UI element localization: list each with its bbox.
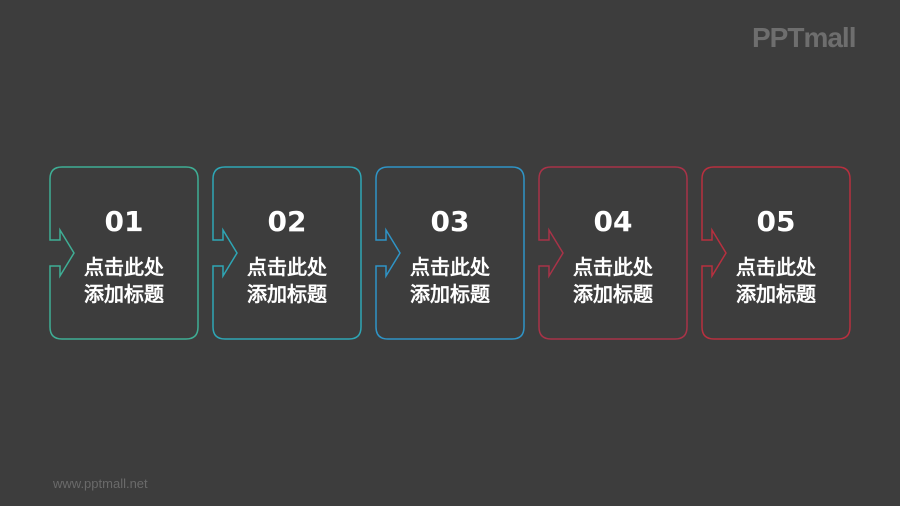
step-frame-with-arrow-icon <box>538 166 688 340</box>
step-5[interactable]: 05 点击此处 添加标题 <box>700 165 852 341</box>
step-title-line2: 添加标题 <box>247 282 327 306</box>
step-number: 01 <box>104 205 144 238</box>
step-title-line1: 点击此处 <box>573 255 653 279</box>
step-title-line2: 添加标题 <box>736 282 816 306</box>
step-frame-with-arrow-icon <box>375 166 525 340</box>
step-frame-with-arrow-icon <box>212 166 362 340</box>
step-3[interactable]: 03 点击此处 添加标题 <box>374 165 526 341</box>
footer-url: www.pptmall.net <box>53 476 148 491</box>
pptmall-logo: PPTmall <box>752 22 856 53</box>
step-4[interactable]: 04 点击此处 添加标题 <box>537 165 689 341</box>
step-title-line2: 添加标题 <box>84 282 164 306</box>
step-title-line1: 点击此处 <box>247 255 327 279</box>
step-title-line1: 点击此处 <box>84 255 164 279</box>
step-number: 02 <box>267 205 307 238</box>
step-number: 03 <box>430 205 470 238</box>
step-number: 05 <box>756 205 796 238</box>
step-title-line1: 点击此处 <box>410 255 490 279</box>
step-2[interactable]: 02 点击此处 添加标题 <box>211 165 363 341</box>
step-frame-with-arrow-icon <box>701 166 851 340</box>
step-title-line1: 点击此处 <box>736 255 816 279</box>
step-title-line2: 添加标题 <box>573 282 653 306</box>
step-1[interactable]: 01 点击此处 添加标题 <box>48 165 200 341</box>
step-title-line2: 添加标题 <box>410 282 490 306</box>
step-frame-with-arrow-icon <box>49 166 199 340</box>
step-number: 04 <box>593 205 633 238</box>
